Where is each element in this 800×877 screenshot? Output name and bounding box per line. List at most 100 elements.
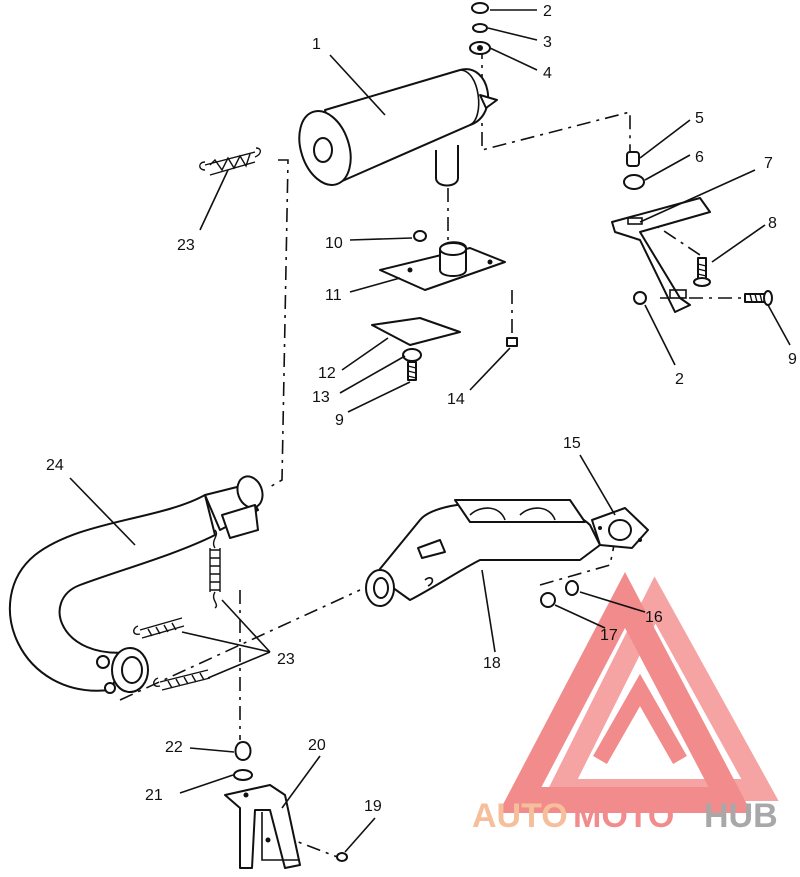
spring-23-low-coil xyxy=(167,672,205,689)
callout-16: 16 xyxy=(645,609,663,626)
grommet-set xyxy=(623,151,645,190)
bracket-20-body xyxy=(224,784,301,869)
bolt-9-right-thread xyxy=(749,293,763,303)
callout-2-top: 2 xyxy=(543,3,552,20)
leader-7 xyxy=(639,169,756,223)
exhaust-manifold-18 xyxy=(365,499,601,607)
spring-23-mid-outline xyxy=(139,617,185,639)
mount-bracket-12 xyxy=(371,317,461,346)
pipe-24-spring-hook-2 xyxy=(104,682,116,694)
bolt-19 xyxy=(336,852,348,862)
bracket-7-body xyxy=(611,197,711,313)
leader-3 xyxy=(487,27,538,41)
center-mount-parts xyxy=(371,230,518,381)
leader-17 xyxy=(554,604,606,629)
callout-12: 12 xyxy=(318,365,336,382)
lower-mount-parts xyxy=(224,741,348,869)
callout-7: 7 xyxy=(764,155,773,172)
callout-8: 8 xyxy=(768,215,777,232)
callout-24: 24 xyxy=(46,457,64,474)
leader-18 xyxy=(481,569,496,653)
leader-11 xyxy=(349,277,401,293)
callout-19: 19 xyxy=(364,798,382,815)
leader-15 xyxy=(579,454,616,516)
watermark-triangle-right xyxy=(542,576,779,801)
gasket-15-bolt-hole-2 xyxy=(638,538,642,542)
spring-23-vertical-outline xyxy=(209,548,221,592)
spacer-5 xyxy=(626,151,640,167)
leader-8 xyxy=(711,224,766,263)
muffler-far-end xyxy=(459,69,480,126)
washer-16 xyxy=(565,580,579,596)
watermark-hub: HUB xyxy=(704,797,778,835)
springs-23 xyxy=(133,147,262,691)
muffler-tab xyxy=(479,94,498,109)
washer-13 xyxy=(402,348,422,362)
leader-24 xyxy=(69,477,136,546)
callout-18: 18 xyxy=(483,655,501,672)
watermark-inner-mark xyxy=(593,673,687,764)
leader-lines xyxy=(69,9,791,853)
callout-9-right: 9 xyxy=(788,351,797,368)
leader-22 xyxy=(189,747,235,753)
leader-10 xyxy=(349,237,413,241)
callout-21: 21 xyxy=(145,787,163,804)
leader-9-right xyxy=(767,304,791,346)
muffler xyxy=(298,68,498,187)
spring-23-mid-coil xyxy=(147,622,177,637)
leader-21 xyxy=(179,774,234,794)
callout-23-top: 23 xyxy=(177,237,195,254)
callout-13: 13 xyxy=(312,389,330,406)
gasket-15-hole xyxy=(608,519,632,541)
bolt-8-head xyxy=(693,277,711,287)
watermark-moto: MOTO xyxy=(573,797,674,835)
nut-2-top xyxy=(471,2,489,14)
spring-23-top-outline xyxy=(204,151,256,176)
spring-23-low-hook xyxy=(153,677,161,688)
plate-11-hole-1 xyxy=(407,267,413,273)
spring-23-mid xyxy=(133,617,185,639)
callout-20: 20 xyxy=(308,737,326,754)
nut-2-bracket xyxy=(633,291,647,305)
leader-1 xyxy=(329,54,386,116)
leader-16 xyxy=(579,591,646,613)
callout-17: 17 xyxy=(600,627,618,644)
pipe-24-hanger-bracket xyxy=(221,504,259,539)
spring-23-top xyxy=(199,147,262,176)
spring-23-mid-hook xyxy=(133,625,141,636)
leader-2-bracket xyxy=(644,304,676,366)
callout-23-bottom: 23 xyxy=(277,651,295,668)
assembly-line-manifold-nuts xyxy=(539,539,616,586)
grommet-6 xyxy=(623,174,645,190)
leader-23-bottom xyxy=(181,599,271,679)
callout-9-center: 9 xyxy=(335,412,344,429)
leader-5 xyxy=(639,119,691,159)
leader-6 xyxy=(644,154,691,181)
gasket-15 xyxy=(591,507,649,549)
washer-3 xyxy=(472,23,488,33)
bolt-9-center-thread xyxy=(407,365,417,379)
callout-6: 6 xyxy=(695,149,704,166)
bracket-bolts xyxy=(633,257,773,306)
leader-20 xyxy=(281,755,321,809)
callout-2-bracket: 2 xyxy=(675,371,684,388)
top-hardware xyxy=(469,2,491,55)
watermark-auto: AUTO xyxy=(472,797,568,835)
spring-23-top-hooks xyxy=(199,147,262,171)
callout-10: 10 xyxy=(325,235,343,252)
manifold-18-hook xyxy=(424,577,434,587)
callout-11: 11 xyxy=(325,287,342,304)
spring-23-vertical xyxy=(209,529,221,609)
pipe-24-outlet xyxy=(121,656,143,684)
spring-23-vertical-hooks xyxy=(212,529,218,609)
bolt-14 xyxy=(506,337,518,347)
manifold-18-body xyxy=(374,500,601,601)
callout-3: 3 xyxy=(543,34,552,51)
bracket-20-edge xyxy=(261,812,300,861)
muffler-inlet xyxy=(313,137,333,163)
leader-12 xyxy=(341,337,389,371)
manifold-18-ports xyxy=(469,507,556,521)
leader-9-center xyxy=(347,381,411,413)
